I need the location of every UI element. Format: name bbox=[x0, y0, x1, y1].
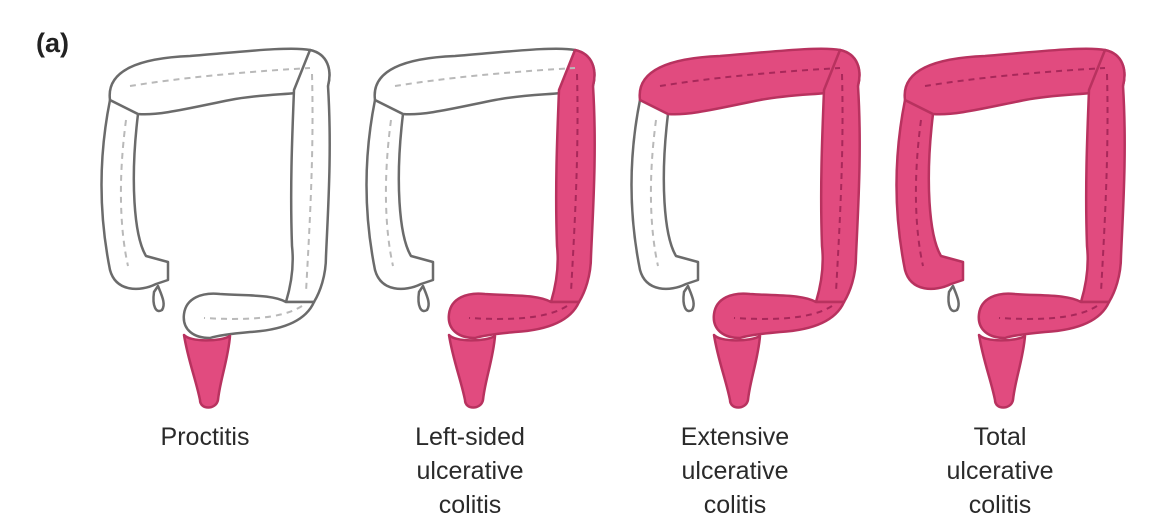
colon-diagram bbox=[600, 30, 870, 420]
caption-line: Total bbox=[865, 420, 1135, 454]
segment-rectum bbox=[449, 335, 495, 408]
segment-ascending bbox=[897, 100, 963, 289]
colon-diagram bbox=[335, 30, 605, 420]
caption-line: Proctitis bbox=[70, 420, 340, 454]
caption-line: ulcerative bbox=[335, 454, 605, 488]
segment-rectum bbox=[714, 335, 760, 408]
caption-line: colitis bbox=[335, 488, 605, 522]
appendix bbox=[948, 286, 958, 311]
panel-proctitis: Proctitis bbox=[70, 0, 340, 529]
panel-extensive: Extensive ulcerative colitis bbox=[600, 0, 870, 529]
figure-label: (a) bbox=[36, 28, 69, 59]
segment-rectum bbox=[979, 335, 1025, 408]
caption-line: colitis bbox=[865, 488, 1135, 522]
caption-line: ulcerative bbox=[600, 454, 870, 488]
segment-ascending bbox=[632, 100, 698, 289]
caption-line: Extensive bbox=[600, 420, 870, 454]
caption: Proctitis bbox=[70, 420, 340, 454]
panel-total: Total ulcerative colitis bbox=[865, 0, 1135, 529]
segment-ascending bbox=[367, 100, 433, 289]
caption-line: ulcerative bbox=[865, 454, 1135, 488]
caption-line: Left-sided bbox=[335, 420, 605, 454]
segment-rectum bbox=[184, 335, 230, 408]
caption: Total ulcerative colitis bbox=[865, 420, 1135, 522]
panel-left-sided: Left-sided ulcerative colitis bbox=[335, 0, 605, 529]
caption: Extensive ulcerative colitis bbox=[600, 420, 870, 522]
colon-diagram bbox=[70, 30, 340, 420]
caption-line: colitis bbox=[600, 488, 870, 522]
caption: Left-sided ulcerative colitis bbox=[335, 420, 605, 522]
colon-diagram bbox=[865, 30, 1135, 420]
appendix bbox=[153, 286, 163, 311]
segment-ascending bbox=[102, 100, 168, 289]
appendix bbox=[683, 286, 693, 311]
appendix bbox=[418, 286, 428, 311]
